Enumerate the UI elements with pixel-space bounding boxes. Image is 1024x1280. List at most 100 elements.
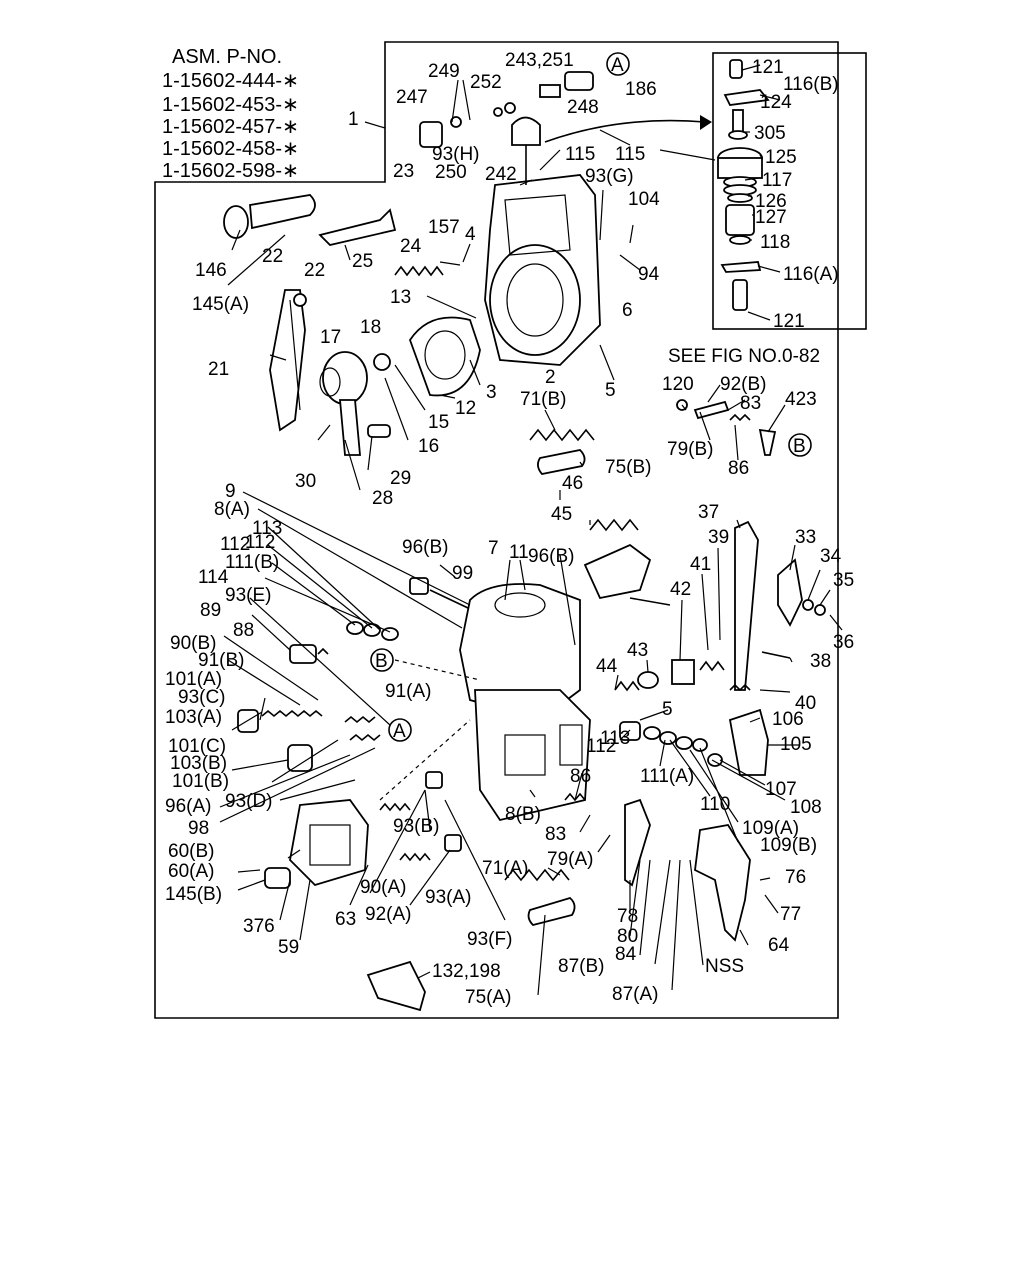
callout-label: 92(B) bbox=[720, 374, 766, 395]
callout-label: 18 bbox=[360, 317, 381, 338]
callout-label: 121 bbox=[773, 311, 805, 332]
callout-label: 146 bbox=[195, 260, 227, 281]
lever-37 bbox=[734, 520, 759, 691]
callout-label: 60(A) bbox=[168, 861, 214, 882]
callout-label: 108 bbox=[790, 797, 822, 818]
callout-label: 45 bbox=[551, 504, 572, 525]
callout-label: 98 bbox=[188, 818, 209, 839]
callout-label: 28 bbox=[372, 488, 393, 509]
callout-label: 7 bbox=[488, 538, 499, 559]
callout-label: 132,198 bbox=[432, 961, 501, 982]
callout-label: 25 bbox=[352, 251, 373, 272]
callout-label: 93(H) bbox=[432, 144, 480, 165]
callout-label: 118 bbox=[760, 232, 790, 253]
assembly-header: ASM. P-NO. 1-15602-444-∗ 1-15602-453-∗ 1… bbox=[162, 46, 299, 182]
connector-marker-b: B bbox=[788, 433, 812, 457]
callout-label: 242 bbox=[485, 164, 517, 185]
callout-label: 93(F) bbox=[467, 929, 512, 950]
callout-label: 24 bbox=[400, 236, 422, 257]
callout-label: 64 bbox=[768, 935, 790, 956]
callout-label: 22 bbox=[304, 260, 325, 281]
callout-label: 92(A) bbox=[365, 904, 411, 925]
callout-label: 78 bbox=[617, 906, 638, 927]
callout-label: 39 bbox=[708, 527, 729, 548]
callout-label: 1 bbox=[348, 109, 359, 130]
callout-label: 75(A) bbox=[465, 987, 511, 1008]
callout-label: 84 bbox=[615, 944, 637, 965]
callout-label: 71(B) bbox=[520, 389, 566, 410]
callout-label: 36 bbox=[833, 632, 854, 653]
callout-label: 9 bbox=[225, 481, 236, 502]
connector-marker-a: A bbox=[606, 52, 630, 76]
callout-labels: 1 243,251 249 252 247 93(H) 250 242 115 … bbox=[165, 50, 854, 1008]
cam-ring bbox=[408, 316, 481, 397]
assembly-title: ASM. P-NO. bbox=[172, 46, 282, 68]
callout-label: 34 bbox=[820, 546, 842, 567]
callout-label: 250 bbox=[435, 162, 467, 183]
callout-label: 105 bbox=[780, 734, 812, 755]
callout-label: 21 bbox=[208, 359, 229, 380]
callout-label: 249 bbox=[428, 61, 460, 82]
callout-label: 83 bbox=[545, 824, 566, 845]
callout-label: 109(A) bbox=[742, 818, 799, 839]
callout-label: 243,251 bbox=[505, 50, 574, 71]
callout-label: 101(A) bbox=[165, 669, 222, 690]
spring-71b bbox=[529, 428, 595, 442]
lever-64 bbox=[694, 824, 751, 942]
callout-label: 11 bbox=[509, 542, 529, 563]
end-cover bbox=[289, 799, 369, 887]
callout-label: 305 bbox=[754, 123, 786, 144]
callout-label: NSS bbox=[705, 956, 744, 977]
callout-label: 8(A) bbox=[214, 499, 250, 520]
callout-label: 93(E) bbox=[225, 585, 271, 606]
connector-marker-a: A bbox=[388, 718, 412, 742]
callout-label: 46 bbox=[562, 473, 583, 494]
callout-label: 41 bbox=[690, 554, 711, 575]
callout-label: 94 bbox=[638, 264, 660, 285]
callout-label: 33 bbox=[795, 527, 816, 548]
callout-label: 103(B) bbox=[170, 753, 227, 774]
housing-bore bbox=[489, 244, 581, 356]
callout-label: 40 bbox=[795, 693, 816, 714]
callout-label: 145(B) bbox=[165, 884, 222, 905]
callout-label: 3 bbox=[486, 382, 497, 403]
callout-label: 125 bbox=[765, 147, 797, 168]
callout-label: 109(B) bbox=[760, 835, 817, 856]
callout-label: 96(A) bbox=[165, 796, 211, 817]
callout-label: 114 bbox=[198, 567, 229, 588]
callout-label: 87(A) bbox=[612, 984, 658, 1005]
callout-label: 87(B) bbox=[558, 956, 604, 977]
callout-label: 38 bbox=[810, 651, 831, 672]
callout-label: 115 bbox=[565, 144, 595, 165]
callout-label: 93(A) bbox=[425, 887, 471, 908]
callout-label: 60(B) bbox=[168, 841, 214, 862]
callout-label: 79(B) bbox=[667, 439, 713, 460]
svg-text:A: A bbox=[393, 721, 406, 742]
callout-label: 88 bbox=[233, 620, 254, 641]
callout-label: 104 bbox=[628, 189, 660, 210]
callout-label: 110 bbox=[700, 794, 730, 815]
callout-label: 30 bbox=[295, 471, 316, 492]
callout-label: 116(B) bbox=[783, 74, 839, 95]
distributor-head bbox=[474, 689, 591, 822]
callout-label: 113 bbox=[600, 728, 630, 749]
callout-label: 103(A) bbox=[165, 707, 222, 728]
callout-label: 63 bbox=[335, 909, 356, 930]
callout-label: 121 bbox=[752, 57, 784, 78]
callout-label: 16 bbox=[418, 436, 439, 457]
callout-label: 376 bbox=[243, 916, 275, 937]
callout-label: 124 bbox=[760, 92, 792, 113]
callout-label: 96(B) bbox=[528, 546, 574, 567]
callout-label: 112 bbox=[586, 736, 616, 757]
callout-label: 157 bbox=[428, 217, 460, 238]
callout-label: 59 bbox=[278, 937, 299, 958]
callout-label: 186 bbox=[625, 79, 657, 100]
assembly-part-number: 1-15602-458-∗ bbox=[162, 138, 299, 160]
callout-label: 93(C) bbox=[178, 687, 226, 708]
callout-label: 43 bbox=[627, 640, 648, 661]
callout-label: 37 bbox=[698, 502, 719, 523]
assembly-part-number: 1-15602-457-∗ bbox=[162, 116, 299, 138]
callout-label: 90(B) bbox=[170, 633, 216, 654]
svg-text:A: A bbox=[611, 55, 624, 76]
